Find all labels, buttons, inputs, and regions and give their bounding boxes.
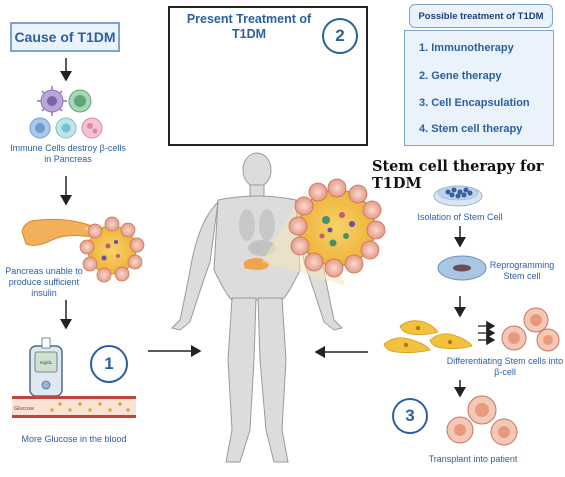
glucometer-icon xyxy=(29,337,63,397)
possible-treatment-list: 1. Immunotherapy 2. Gene therapy 3. Cell… xyxy=(404,30,554,146)
possible-item-4: 4. Stem cell therapy xyxy=(419,123,523,135)
present-treatment-title: Present Treatment of T1DM xyxy=(186,12,312,41)
immune-cell-purple xyxy=(37,86,67,116)
possible-item-3: 3. Cell Encapsulation xyxy=(419,97,530,109)
stem-therapy-title: Stem cell therapy for T1DM xyxy=(372,158,544,192)
possible-item-2: 2. Gene therapy xyxy=(419,70,502,82)
differentiating-label: Differentiating Stem cells into β-cell xyxy=(446,356,564,377)
reprogramming-label: Reprogramming Stem cell xyxy=(489,260,555,281)
vial-label: INSULIN xyxy=(201,81,227,88)
transplant-clusters xyxy=(446,395,518,446)
body-left-arm xyxy=(171,200,219,331)
beta-cell-clusters xyxy=(501,307,560,352)
immune-cell-pink xyxy=(81,117,103,139)
possible-treatment-header: Possible treatment of T1DM xyxy=(409,4,553,28)
pancreas-label: Pancreas unable to produce sufficient in… xyxy=(5,266,83,298)
step-3-badge: 3 xyxy=(392,398,428,434)
stem-cells-yellow xyxy=(383,320,473,354)
immune-label: Immune Cells destroy β-cells in Pancreas xyxy=(10,143,126,164)
isolation-label: Isolation of Stem Cell xyxy=(417,212,503,222)
glucometer-reading: mg/dL xyxy=(39,360,53,365)
vessel-glucose-text: Glucose xyxy=(14,406,35,412)
glucose-label: More Glucose in the blood xyxy=(21,434,127,444)
body-head xyxy=(242,152,272,188)
body-right-leg xyxy=(257,297,289,463)
transplant-label: Transplant into patient xyxy=(428,454,518,464)
step-1-badge: 1 xyxy=(90,345,128,383)
body-neck xyxy=(249,184,265,198)
blood-vessel xyxy=(12,396,136,418)
cause-title-box: Cause of T1DM xyxy=(10,22,120,52)
islet-cluster-cause xyxy=(79,216,145,283)
islet-cluster-body xyxy=(288,178,386,278)
petri-dish-icon xyxy=(433,185,483,207)
immune-cell-blue xyxy=(29,117,51,139)
body-left-leg xyxy=(225,297,257,463)
immune-cell-teal xyxy=(55,117,77,139)
possible-item-1: 1. Immunotherapy xyxy=(419,42,514,54)
reprogramming-cell-icon xyxy=(437,255,487,281)
differentiation-arrows xyxy=(478,320,496,346)
immune-cell-green xyxy=(68,89,92,113)
immune-cells xyxy=(29,86,103,139)
step-2-badge: 2 xyxy=(322,18,358,54)
